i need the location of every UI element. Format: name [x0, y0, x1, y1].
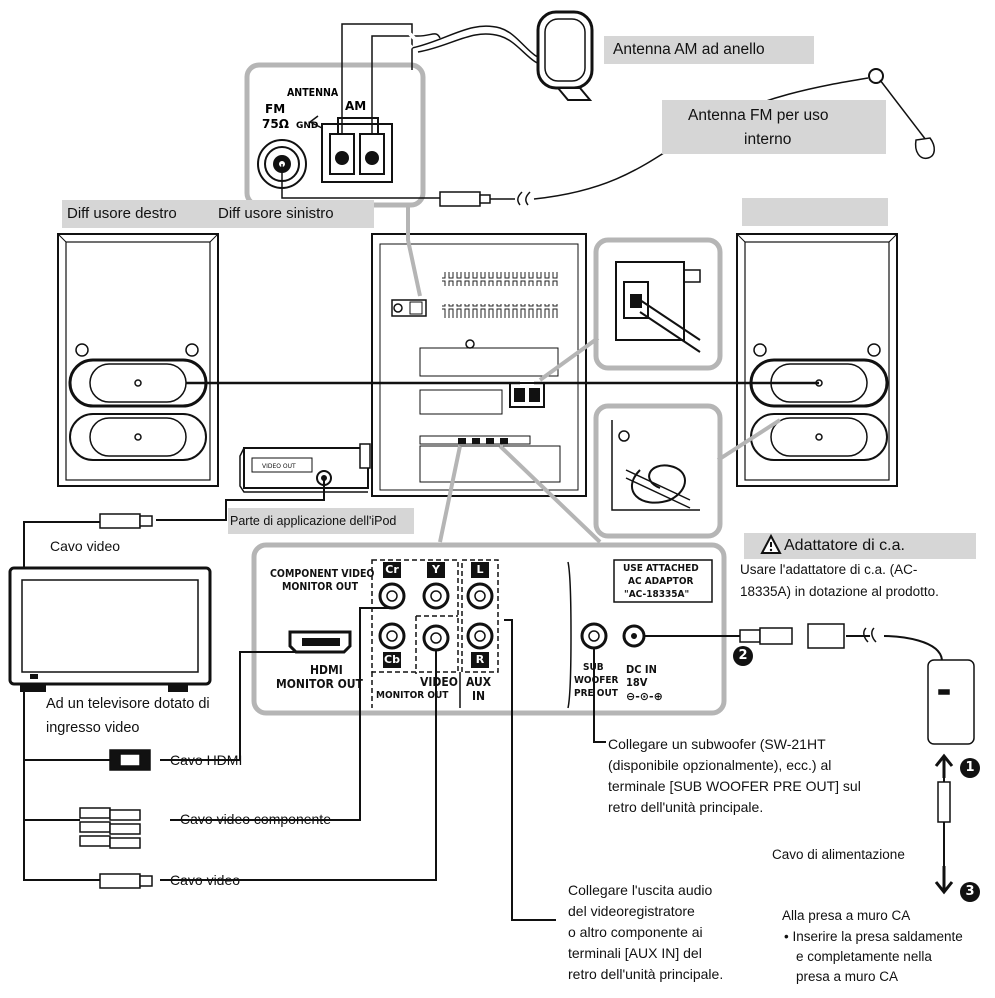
aux-label-line2: IN [472, 689, 486, 703]
ipod-part-label: Parte di applicazione dell'iPod [230, 514, 397, 528]
r-badge: R [471, 652, 489, 668]
speaker-label-bar [62, 200, 374, 228]
aux-note: Collegare l'uscita audio del videoregist… [568, 880, 778, 985]
fm-antenna-bar [662, 100, 886, 154]
component-cable-label: Cavo video componente [180, 811, 331, 827]
step-3-badge: 3 [960, 882, 980, 902]
step-2-badge: 2 [733, 646, 753, 666]
video-cable-bottom-label: Cavo video [170, 872, 241, 888]
step-1-badge: 1 [960, 758, 980, 778]
hdmi-port-icon [288, 630, 352, 654]
aux-note-line: o altro componente ai [568, 924, 703, 940]
sub-label-line1: SUB [583, 662, 604, 673]
am-terminal-icon [308, 115, 393, 183]
svg-text:VIDEO OUT: VIDEO OUT [262, 463, 296, 470]
cable-break-marks [863, 627, 877, 643]
component-label-line1: COMPONENT VIDEO [270, 568, 375, 580]
subwoofer-note-line: terminale [SUB WOOFER PRE OUT] sul [608, 778, 861, 794]
tv-label-line1: Ad un televisore dotato di [46, 696, 210, 712]
wall-outlet-label: Alla presa a muro CA [782, 908, 911, 923]
cb-badge: Cb [383, 652, 401, 668]
aux-label-line1: AUX [466, 675, 492, 689]
ohm-label: 75Ω [262, 117, 289, 131]
fm-label: FM [265, 102, 285, 116]
adapter-title: Adattatore di c.a. [784, 537, 905, 554]
aux-r-jack-icon [466, 622, 494, 650]
aux-l-jack-icon [466, 582, 494, 610]
subwoofer-note: Collegare un subwoofer (SW-21HT (disponi… [608, 734, 928, 818]
ipod-dock: VIDEO OUT [239, 443, 371, 493]
adapter-desc-line2: 18335A) in dotazione al prodotto. [740, 584, 939, 599]
wall-outlet-line: • Inserire la presa saldamente [784, 929, 963, 944]
tv-icon [8, 566, 212, 692]
component-label-line2: MONITOR OUT [282, 581, 359, 593]
cr-jack-icon [378, 582, 406, 610]
hdmi-label-line2: MONITOR OUT [276, 677, 363, 691]
arrow-down-icon [934, 866, 954, 895]
y-jack-icon [422, 582, 450, 610]
speaker-clip-zoom [593, 403, 782, 539]
wall-outlet-bullet: • Inserire la presa saldamente e complet… [784, 927, 994, 987]
y-badge: Y [427, 562, 445, 578]
polarity-icon: ⊖-⊙-⊕ [626, 690, 663, 703]
power-cord-label: Cavo di alimentazione [772, 847, 905, 862]
adaptor-label-line1: USE ATTACHED [623, 563, 699, 574]
volt-label: 18V [626, 676, 648, 689]
left-speaker [57, 233, 219, 487]
video-cable-top-label: Cavo video [50, 538, 121, 554]
hdmi-cable-label: Cavo HDMI [170, 752, 243, 768]
am-label: AM [345, 99, 366, 113]
am-loop-antenna [341, 10, 594, 134]
sub-jack-icon [580, 622, 608, 650]
antenna-label: ANTENNA [287, 87, 339, 99]
cables [23, 478, 945, 921]
adaptor-label-line2: AC ADAPTOR [628, 576, 694, 587]
adapter-desc-line1: Usare l'adattatore di c.a. (AC- [740, 562, 918, 577]
video-label-line1: VIDEO [420, 675, 458, 689]
dcin-label: DC IN [626, 663, 657, 676]
video-jack-icon [422, 624, 450, 652]
antenna-terminal-panel: ANTENNA FM 75Ω GND AM [244, 62, 426, 208]
aux-note-line: Collegare l'uscita audio [568, 882, 713, 898]
speaker-terminal-zoom [538, 237, 723, 382]
cb-jack-icon [378, 622, 406, 650]
main-unit [371, 233, 587, 497]
subwoofer-note-line: retro dell'unità principale. [608, 799, 764, 815]
subwoofer-note-line: (disponibile opzionalmente), ecc.) al [608, 757, 832, 773]
fm-antenna-label-line1: Antenna FM per uso [688, 107, 829, 124]
wall-outlet-line: presa a muro CA [796, 969, 899, 984]
speaker-left-label: Diff usore sinistro [218, 205, 334, 222]
aux-note-line: terminali [AUX IN] del [568, 945, 702, 961]
right-speaker-bar [742, 198, 888, 226]
gnd-label: GND [296, 121, 318, 131]
sub-label-line3: PRE OUT [574, 688, 618, 699]
fm-antenna-label-line2: interno [744, 131, 792, 148]
adaptor-label-line3: "AC-18335A" [624, 589, 690, 600]
aux-note-line: del videoregistratore [568, 903, 695, 919]
l-badge: L [471, 562, 489, 578]
video-label-line2: MONITOR OUT [376, 690, 449, 701]
right-speaker [736, 233, 898, 487]
arrow-up-icon [934, 753, 954, 778]
adapter-label-bar [744, 533, 976, 559]
ipod-label-bar [228, 508, 414, 534]
hdmi-label-line1: HDMI [310, 663, 343, 677]
tv-label-line2: ingresso video [46, 720, 140, 736]
cr-badge: Cr [383, 562, 401, 578]
am-antenna-label: Antenna AM ad anello [613, 41, 765, 58]
aux-note-line: retro dell'unità principale. [568, 966, 724, 982]
sub-label-line2: WOOFER [574, 675, 619, 686]
wall-outlet-line: e completamente nella [796, 949, 932, 964]
connector-icons [79, 513, 975, 889]
rear-panel-zoom [251, 444, 727, 716]
dcin-jack-icon [622, 624, 646, 648]
warning-triangle-icon [760, 533, 782, 556]
am-antenna-bar [604, 36, 814, 64]
subwoofer-note-line: Collegare un subwoofer (SW-21HT [608, 736, 826, 752]
speaker-right-label: Diff usore destro [67, 205, 177, 222]
